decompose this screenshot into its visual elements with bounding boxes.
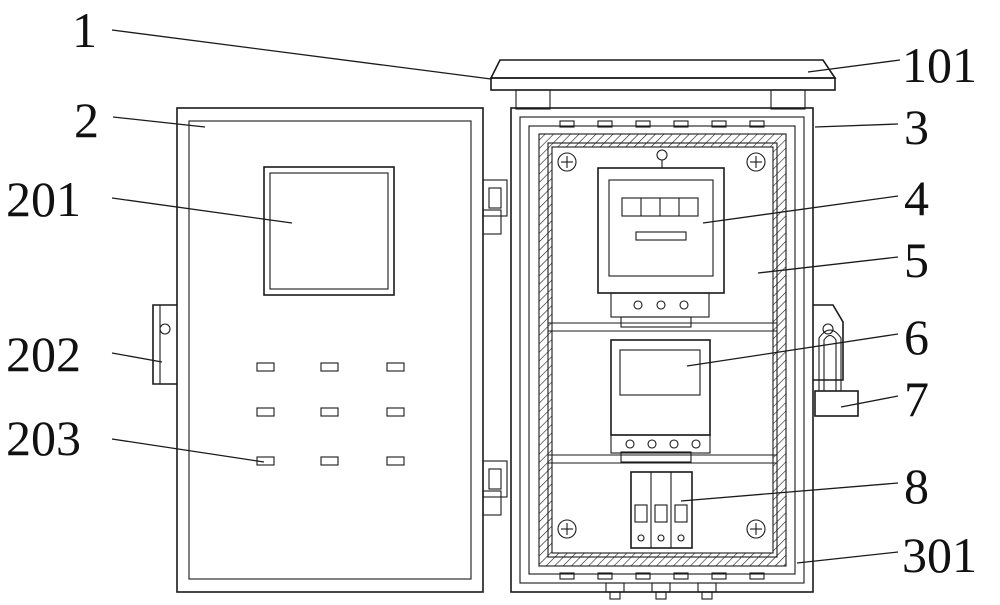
- rain-cover: [489, 59, 837, 110]
- gasket-bolts: [559, 120, 765, 580]
- protector-device: [610, 316, 711, 454]
- label-7: 7: [904, 371, 929, 427]
- door-latch-plate: [152, 304, 177, 385]
- label-6: 6: [904, 309, 929, 365]
- label-4: 4: [904, 170, 929, 226]
- circuit-breaker: [620, 451, 693, 549]
- leader-lines: [111, 29, 901, 564]
- label-203: 203: [6, 410, 81, 466]
- label-3: 3: [904, 99, 929, 155]
- cable-glands: [605, 582, 717, 600]
- indicator-buttons: [256, 362, 405, 466]
- door-panel: [176, 107, 484, 593]
- padlock: [813, 304, 859, 417]
- label-301: 301: [902, 527, 977, 583]
- mounting-plate: [547, 142, 778, 558]
- hinges: [482, 179, 508, 516]
- corner-screws: [557, 152, 766, 539]
- door-window: [263, 166, 395, 296]
- label-5: 5: [904, 232, 929, 288]
- label-1: 1: [72, 2, 97, 58]
- label-202: 202: [6, 326, 81, 382]
- label-8: 8: [904, 458, 929, 514]
- electric-meter: [597, 149, 725, 318]
- mounting-frame: [538, 133, 787, 567]
- label-201: 201: [6, 171, 81, 227]
- label-2: 2: [74, 92, 99, 148]
- label-101: 101: [902, 37, 977, 93]
